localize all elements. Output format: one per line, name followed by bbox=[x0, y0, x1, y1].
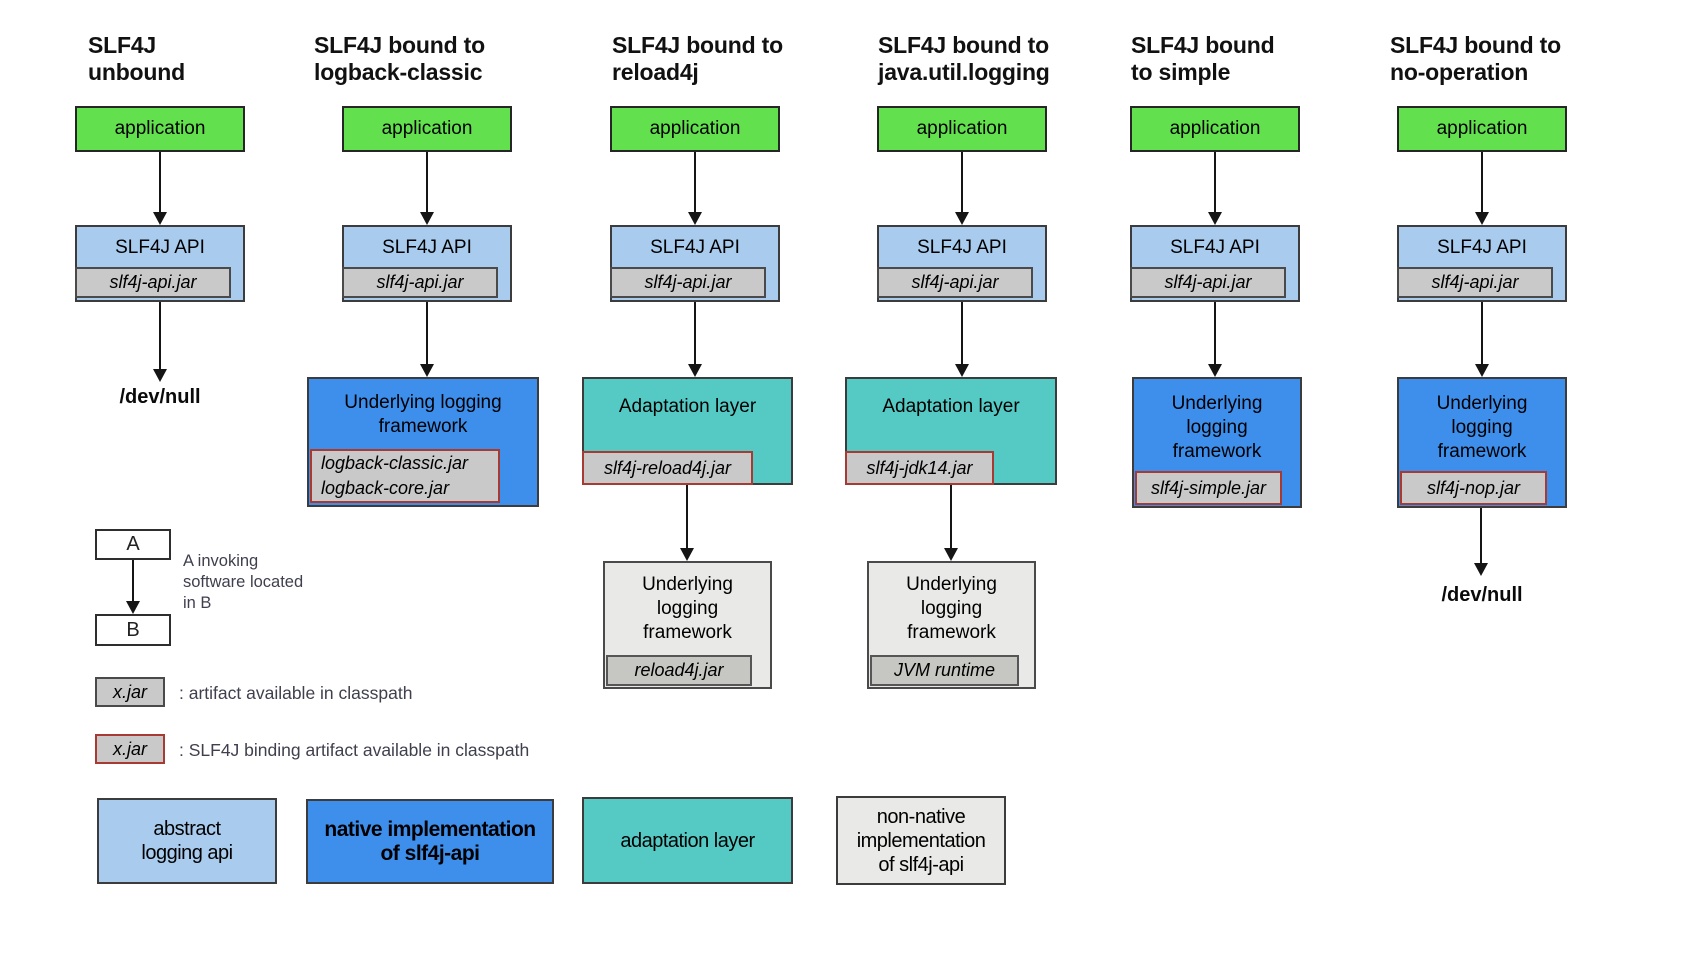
slf4j-api-label: SLF4J API bbox=[115, 237, 205, 258]
application-label: application bbox=[1436, 118, 1528, 139]
legend-abstract-api-label: abstract logging api bbox=[141, 818, 233, 864]
adaptation-layer-box: Adaptation layer slf4j-jdk14.jar bbox=[845, 377, 1057, 485]
application-box: application bbox=[342, 106, 512, 152]
column-title-nop: SLF4J bound to no-operation bbox=[1390, 32, 1561, 85]
slf4j-api-jar-badge: slf4j-api.jar bbox=[1397, 267, 1553, 298]
arrow-app-to-api bbox=[955, 152, 969, 225]
slf4j-api-box: SLF4J API slf4j-api.jar bbox=[1130, 225, 1300, 302]
slf4j-api-label: SLF4J API bbox=[1170, 237, 1260, 258]
arrow-api-to-devnull bbox=[153, 302, 167, 382]
arrow-api-to-adaptation bbox=[955, 302, 969, 377]
underlying-framework-box: Underlying logging framework reload4j.ja… bbox=[603, 561, 772, 689]
underlying-framework-label: Underlying logging framework bbox=[906, 574, 997, 643]
application-label: application bbox=[649, 118, 741, 139]
column-title-jul: SLF4J bound to java.util.logging bbox=[878, 32, 1050, 85]
arrow-app-to-api bbox=[153, 152, 167, 225]
arrow-api-to-framework bbox=[1475, 302, 1489, 377]
slf4j-api-box: SLF4J API slf4j-api.jar bbox=[610, 225, 780, 302]
slf4j-api-label: SLF4J API bbox=[917, 237, 1007, 258]
legend-invoked-b-box: B bbox=[95, 614, 171, 646]
slf4j-api-label: SLF4J API bbox=[650, 237, 740, 258]
slf4j-api-jar-badge: slf4j-api.jar bbox=[877, 267, 1033, 298]
arrow-api-to-adaptation bbox=[688, 302, 702, 377]
binding-jar-badge: logback-classic.jar logback-core.jar bbox=[310, 449, 500, 503]
legend-artifact-caption: : artifact available in classpath bbox=[179, 683, 413, 703]
application-label: application bbox=[1169, 118, 1261, 139]
arrow-api-to-framework bbox=[1208, 302, 1222, 377]
legend-b-label: B bbox=[126, 618, 140, 641]
legend-invoker-a-box: A bbox=[95, 529, 171, 560]
arrow-adaptation-to-underlying bbox=[680, 485, 694, 561]
legend-invoke-caption: A invoking software located in B bbox=[183, 552, 304, 612]
slf4j-api-box: SLF4J API slf4j-api.jar bbox=[75, 225, 245, 302]
underlying-framework-label: Underlying logging framework bbox=[1436, 393, 1528, 462]
slf4j-api-jar-badge: slf4j-api.jar bbox=[75, 267, 231, 298]
adaptation-layer-box: Adaptation layer slf4j-reload4j.jar bbox=[582, 377, 793, 485]
dev-null-label: /dev/null bbox=[119, 386, 201, 408]
slf4j-api-box: SLF4J API slf4j-api.jar bbox=[877, 225, 1047, 302]
arrow-api-to-framework bbox=[420, 302, 434, 377]
application-box: application bbox=[877, 106, 1047, 152]
application-label: application bbox=[381, 118, 473, 139]
legend-artifact-jar-box: x.jar bbox=[95, 677, 165, 707]
legend-binding-jar-box: x.jar bbox=[95, 734, 165, 764]
underlying-framework-box: Underlying logging framework JVM runtime bbox=[867, 561, 1036, 689]
application-box: application bbox=[1130, 106, 1300, 152]
application-label: application bbox=[114, 118, 206, 139]
application-box: application bbox=[1397, 106, 1567, 152]
column-title-logback: SLF4J bound to logback-classic bbox=[314, 32, 485, 85]
legend-binding-caption: : SLF4J binding artifact available in cl… bbox=[179, 740, 530, 760]
application-box: application bbox=[75, 106, 245, 152]
underlying-framework-box: Underlying logging framework logback-cla… bbox=[307, 377, 539, 507]
slf4j-api-box: SLF4J API slf4j-api.jar bbox=[1397, 225, 1567, 302]
adaptation-layer-label: Adaptation layer bbox=[618, 396, 757, 417]
legend-native-impl-label: native implementation of slf4j-api bbox=[324, 817, 536, 865]
underlying-framework-box: Underlying logging framework slf4j-nop.j… bbox=[1397, 377, 1567, 508]
arrow-a-to-b bbox=[126, 560, 140, 614]
application-label: application bbox=[916, 118, 1008, 139]
underlying-framework-box: Underlying logging framework slf4j-simpl… bbox=[1132, 377, 1302, 508]
slf4j-api-label: SLF4J API bbox=[382, 237, 472, 258]
slf4j-api-jar-badge: slf4j-api.jar bbox=[610, 267, 766, 298]
adaptation-layer-label: Adaptation layer bbox=[882, 396, 1020, 417]
jar-badge: reload4j.jar bbox=[606, 655, 752, 686]
legend-non-native-label: non-native implementation of slf4j-api bbox=[856, 805, 986, 876]
legend-a-label: A bbox=[126, 533, 140, 555]
legend-native-impl-box: native implementation of slf4j-api bbox=[306, 799, 554, 884]
column-title-reload4j: SLF4J bound to reload4j bbox=[612, 32, 783, 85]
slf4j-api-jar-badge: slf4j-api.jar bbox=[342, 267, 498, 298]
arrow-app-to-api bbox=[688, 152, 702, 225]
underlying-framework-label: Underlying logging framework bbox=[344, 392, 502, 437]
dev-null-label: /dev/null bbox=[1441, 584, 1523, 606]
legend-abstract-api-box: abstract logging api bbox=[97, 798, 277, 884]
arrow-framework-to-devnull bbox=[1474, 508, 1488, 576]
application-box: application bbox=[610, 106, 780, 152]
slf4j-api-label: SLF4J API bbox=[1437, 237, 1527, 258]
underlying-framework-label: Underlying logging framework bbox=[1171, 393, 1263, 462]
column-title-unbound: SLF4J unbound bbox=[88, 32, 185, 85]
column-title-simple: SLF4J bound to simple bbox=[1131, 32, 1275, 85]
slf4j-api-box: SLF4J API slf4j-api.jar bbox=[342, 225, 512, 302]
binding-jar-badge: slf4j-simple.jar bbox=[1135, 471, 1282, 505]
arrow-app-to-api bbox=[1208, 152, 1222, 225]
jar-badge: JVM runtime bbox=[870, 655, 1019, 686]
legend-adaptation-label: adaptation layer bbox=[620, 829, 755, 852]
slf4j-api-jar-badge: slf4j-api.jar bbox=[1130, 267, 1286, 298]
legend-non-native-box: non-native implementation of slf4j-api bbox=[836, 796, 1006, 885]
binding-jar-badge: slf4j-jdk14.jar bbox=[845, 451, 994, 485]
arrow-app-to-api bbox=[420, 152, 434, 225]
arrow-adaptation-to-underlying bbox=[944, 485, 958, 561]
underlying-framework-label: Underlying logging framework bbox=[642, 574, 733, 643]
arrow-app-to-api bbox=[1475, 152, 1489, 225]
legend-adaptation-box: adaptation layer bbox=[582, 797, 793, 884]
binding-jar-badge: slf4j-reload4j.jar bbox=[582, 451, 753, 485]
binding-jar-badge: slf4j-nop.jar bbox=[1400, 471, 1547, 505]
